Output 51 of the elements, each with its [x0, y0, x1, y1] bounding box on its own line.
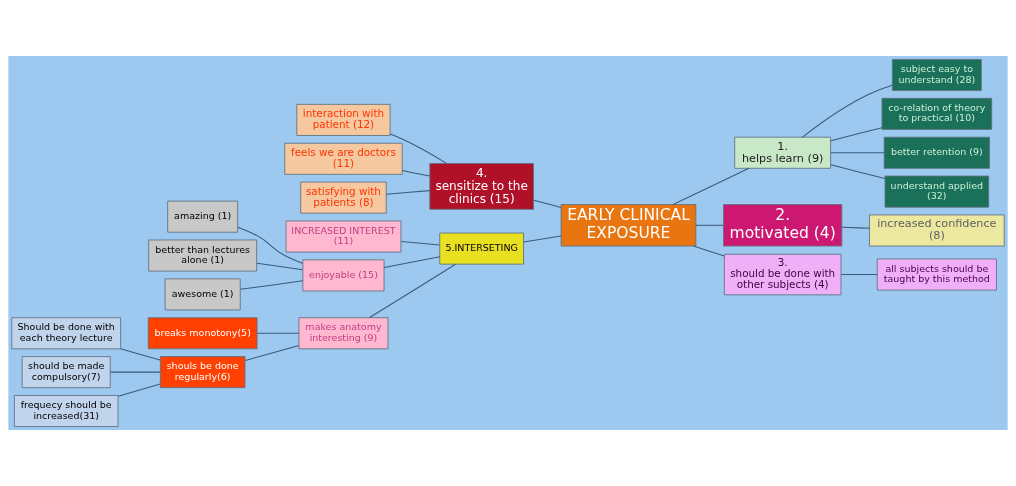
- node-box: Should be done with each theory lecture: [11, 317, 122, 350]
- node-box: satisfying with patients (8): [300, 181, 387, 214]
- connector: [533, 199, 562, 208]
- node-box: 5.INTERSETING: [439, 232, 524, 265]
- node-box: amazing (1): [167, 200, 239, 233]
- connector: [389, 133, 448, 164]
- node-box: co-relation of theory to practical (10): [881, 97, 993, 130]
- node-box: interaction with patient (12): [296, 103, 391, 136]
- connector: [830, 127, 883, 142]
- node-box: awesome (1): [164, 278, 241, 311]
- connector: [369, 263, 457, 319]
- connector: [693, 245, 725, 257]
- connector: [672, 167, 750, 205]
- connector: [830, 152, 885, 154]
- node-box: better retention (9): [883, 136, 990, 169]
- connector: [256, 262, 304, 271]
- connector: [120, 348, 161, 361]
- connector: [523, 235, 562, 243]
- node-box: frequecy should be increased(31): [13, 395, 119, 427]
- connector: [256, 332, 300, 334]
- node-box: subject easy to understand (28): [891, 59, 982, 91]
- connector: [400, 241, 440, 246]
- node-box: enjoyable (15): [302, 259, 385, 292]
- node-box: all subjects should be taught by this method: [876, 258, 997, 291]
- connector: [830, 164, 886, 180]
- node-box: 3. should be done with other subjects (4): [723, 253, 842, 296]
- node-box: better than lectures alone (1): [148, 239, 258, 272]
- connector: [802, 84, 893, 138]
- connector: [383, 256, 441, 269]
- connector: [385, 190, 431, 195]
- node-box: INCREASED INTEREST (11): [285, 220, 402, 253]
- connector: [401, 170, 431, 177]
- connector: [840, 274, 878, 276]
- connector: [244, 344, 300, 361]
- node-box: 2. motivated (4): [723, 204, 843, 247]
- node-box: makes anatomy interesting (9): [298, 317, 389, 350]
- node-box: should be made compulsory(7): [21, 356, 111, 389]
- connector: [239, 280, 304, 290]
- connector: [237, 226, 304, 264]
- connector: [695, 224, 724, 226]
- node-box: EARLY CLINICAL EXPOSURE: [560, 204, 697, 247]
- connector: [117, 383, 161, 397]
- connector: [841, 226, 870, 229]
- connector: [109, 371, 161, 373]
- node-box: understand applied (32): [884, 175, 990, 208]
- node-box: increased confidence (8): [869, 214, 1005, 247]
- node-box: 4. sensitize to the clinics (15): [429, 163, 534, 210]
- node-box: breaks monotony(5): [147, 317, 258, 350]
- node-box: shouls be done regularly(6): [159, 356, 246, 389]
- node-box: 1. helps learn (9): [734, 136, 832, 169]
- node-box: feels we are doctors (11): [284, 142, 403, 175]
